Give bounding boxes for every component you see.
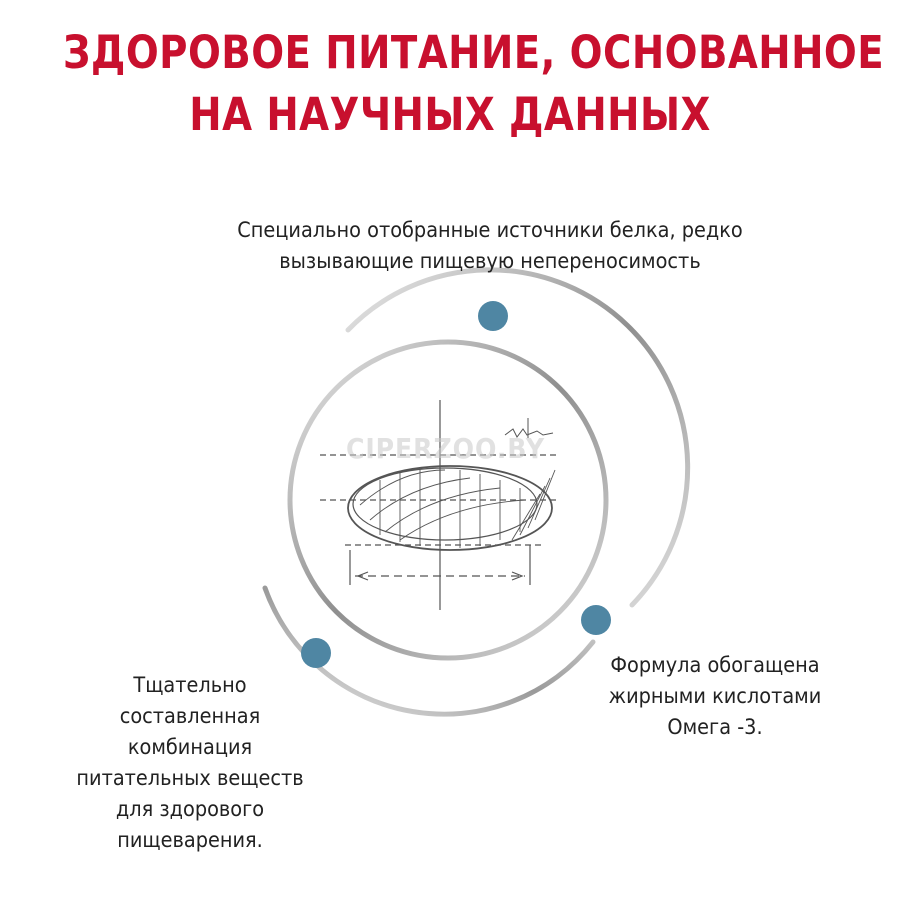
feature-left-line-2: составленная	[119, 704, 261, 728]
feature-right-line-1: Формула обогащена	[610, 653, 820, 677]
feature-left-line-6: пищеварения.	[117, 828, 263, 852]
headline-line-1: ЗДОРОВОЕ ПИТАНИЕ, ОСНОВАННОЕ	[63, 26, 885, 79]
dot-right	[581, 605, 611, 635]
inner-ring	[287, 339, 609, 661]
feature-left-line-4: питательных веществ	[76, 766, 304, 790]
feature-right-line-3: Омега -3.	[667, 715, 763, 739]
feature-protein-sources: Специально отобранные источники белка, р…	[168, 215, 812, 277]
feature-right-line-2: жирными кислотами	[608, 684, 822, 708]
feature-top-line-2: вызывающие пищевую непереносимость	[279, 249, 701, 273]
feature-digestion: Тщательно составленная комбинация питате…	[43, 670, 337, 856]
dot-top	[478, 301, 508, 331]
feature-left-line-3: комбинация	[127, 735, 253, 759]
headline-line-2: НА НАУЧНЫХ ДАННЫХ	[189, 88, 711, 141]
feature-omega-3: Формула обогащена жирными кислотами Омег…	[572, 650, 857, 743]
outer-ring-arc-bottom-left	[262, 585, 596, 717]
watermark: CIPERZOO.BY	[346, 432, 546, 465]
dot-left	[301, 638, 331, 668]
feature-left-line-1: Тщательно	[133, 673, 247, 697]
page-headline: ЗДОРОВОЕ ПИТАНИЕ, ОСНОВАННОЕ НА НАУЧНЫХ …	[63, 22, 885, 146]
feature-top-line-1: Специально отобранные источники белка, р…	[237, 218, 743, 242]
outer-ring-arc-top-right	[345, 267, 691, 608]
kibble-sketch	[320, 400, 560, 610]
feature-left-line-5: для здорового	[115, 797, 265, 821]
